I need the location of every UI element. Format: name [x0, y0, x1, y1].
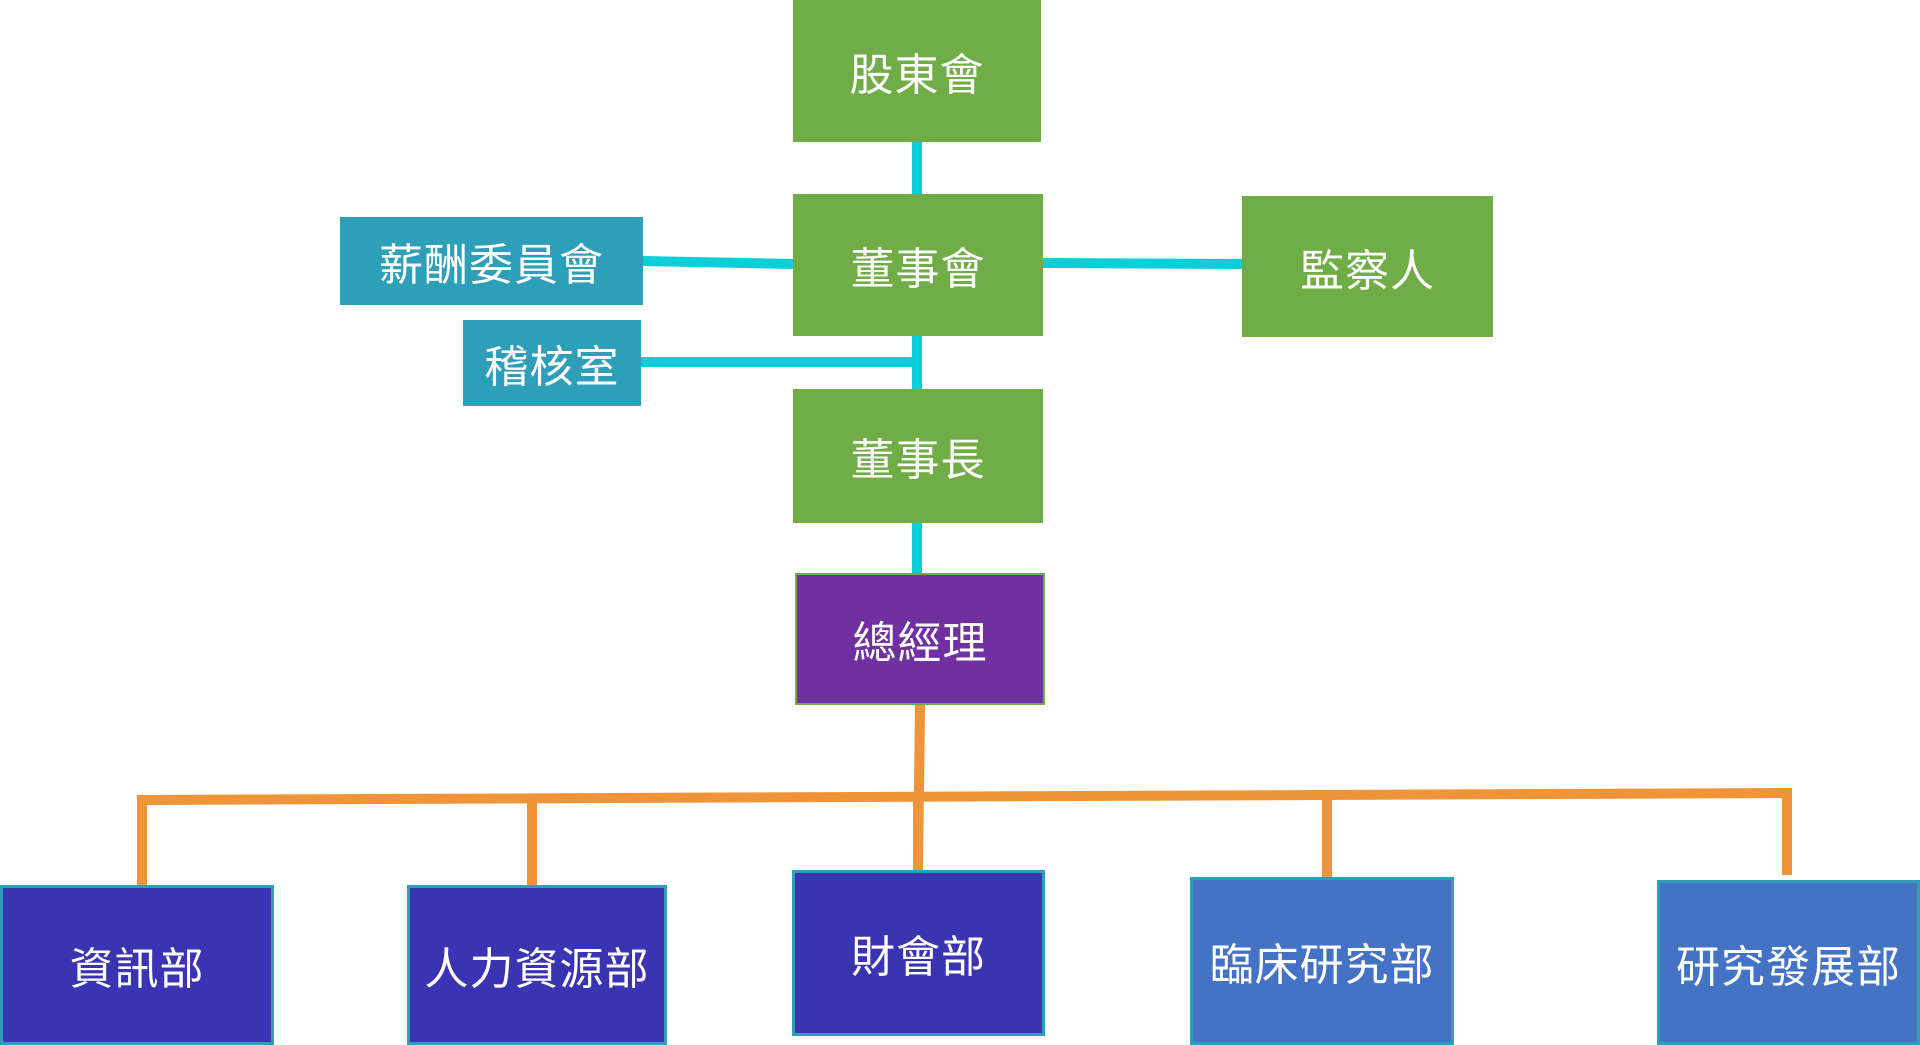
node-label: 董事長 — [850, 435, 986, 486]
node-general-manager: 總經理 — [795, 573, 1045, 705]
node-dept-rd: 研究發展部 — [1657, 880, 1920, 1045]
node-compensation-committee: 薪酬委員會 — [340, 217, 643, 305]
node-shareholders: 股東會 — [793, 0, 1041, 142]
node-dept-clinical: 臨床研究部 — [1190, 877, 1454, 1045]
connector-compensation-board — [641, 256, 794, 269]
node-label: 臨床研究部 — [1209, 940, 1435, 991]
node-label: 稽核室 — [484, 342, 620, 393]
node-dept-hr: 人力資源部 — [407, 885, 667, 1045]
node-label: 監察人 — [1300, 245, 1435, 297]
node-chairman: 董事長 — [793, 389, 1043, 523]
node-label: 研究發展部 — [1676, 941, 1901, 993]
node-dept-it: 資訊部 — [0, 885, 274, 1045]
node-board: 董事會 — [793, 194, 1043, 336]
connector-board-supervisor — [1042, 258, 1243, 269]
node-dept-finance: 財會部 — [792, 870, 1045, 1036]
connector-dept-bus — [137, 787, 1792, 885]
node-label: 薪酬委員會 — [379, 240, 604, 291]
node-label: 董事會 — [850, 244, 986, 295]
node-label: 總經理 — [852, 618, 988, 669]
node-label: 資訊部 — [69, 944, 205, 995]
node-label: 股東會 — [849, 50, 985, 101]
node-label: 財會部 — [851, 932, 986, 983]
node-supervisor: 監察人 — [1242, 196, 1493, 337]
node-label: 人力資源部 — [424, 944, 650, 995]
node-audit-office: 稽核室 — [463, 320, 641, 406]
